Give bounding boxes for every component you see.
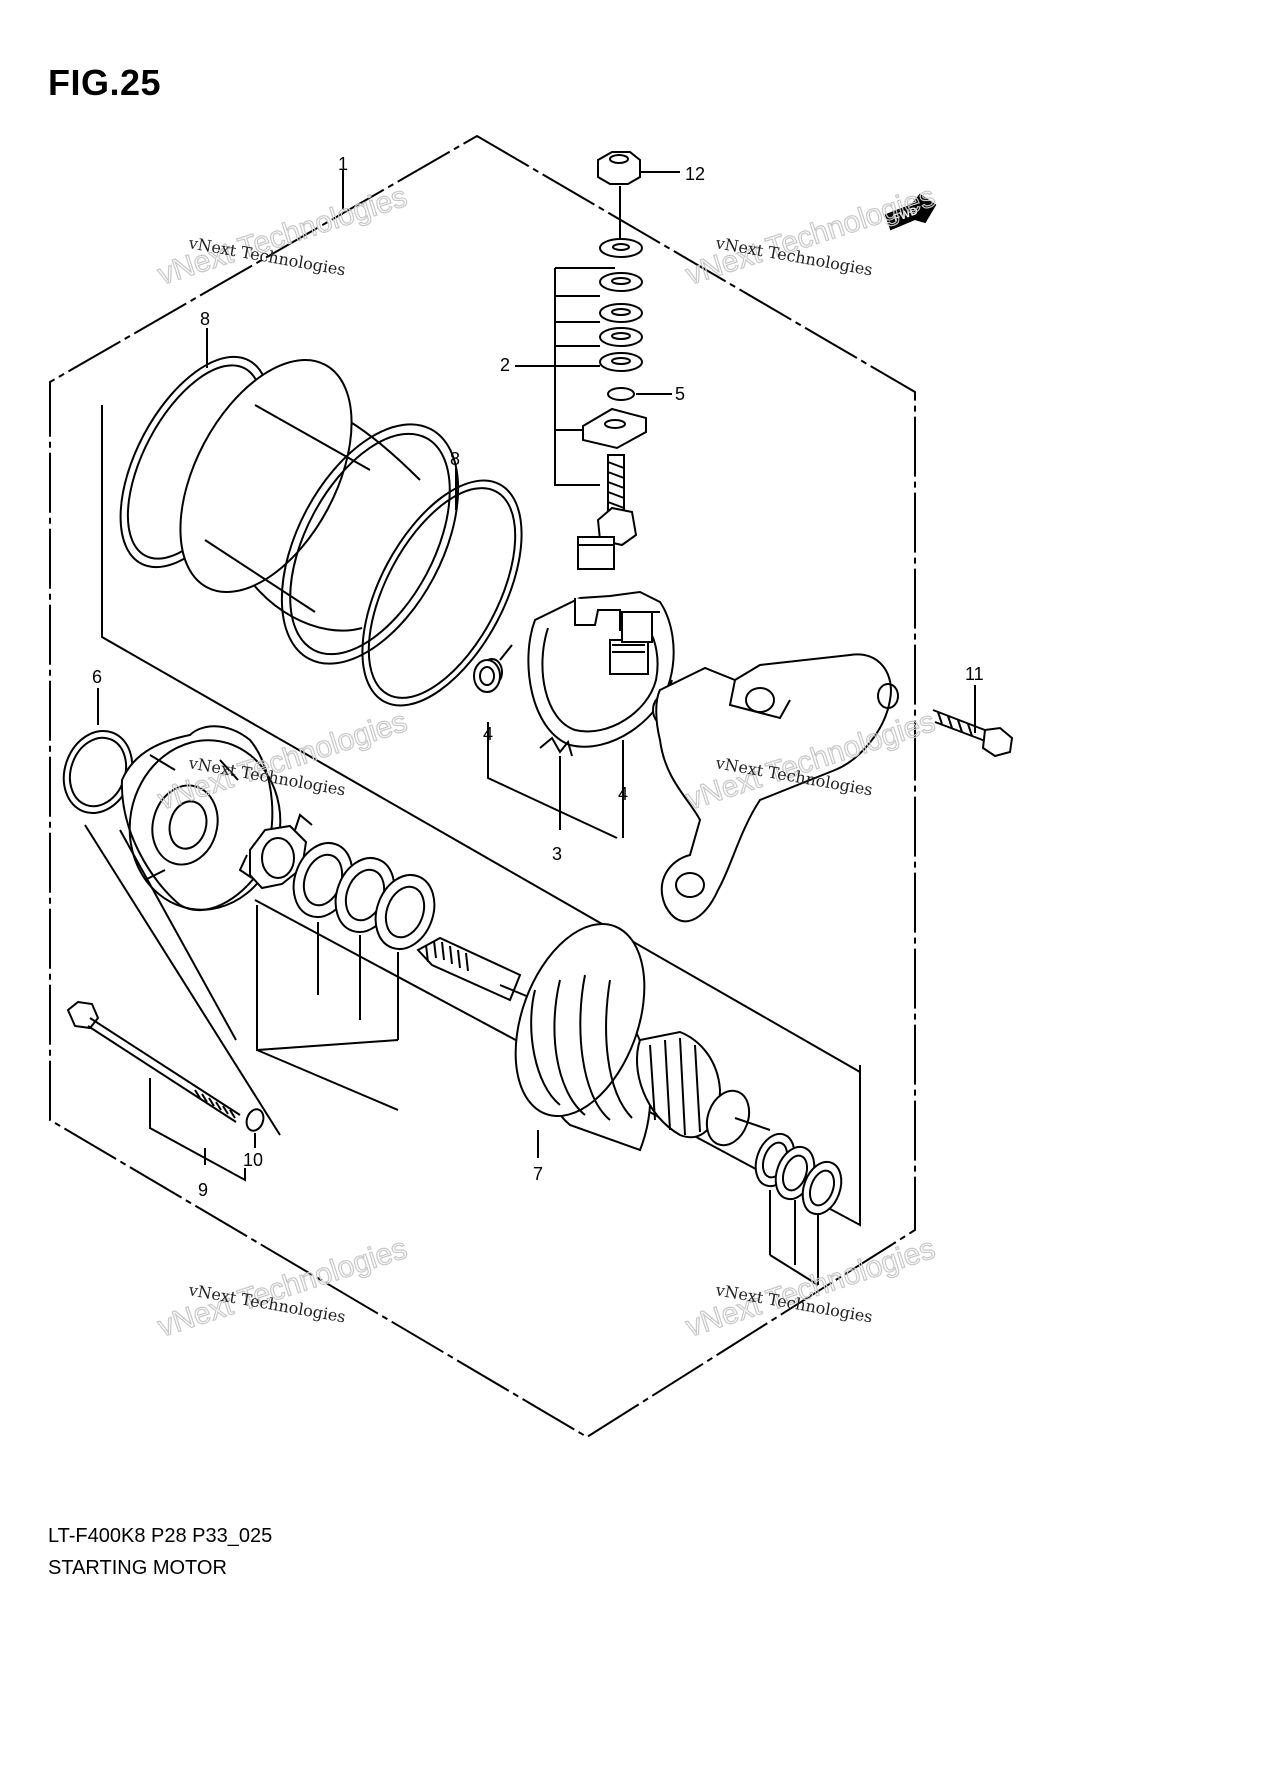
callout-8-left: 8 — [200, 309, 210, 329]
part-10-washer — [245, 1108, 265, 1148]
yoke-housing — [179, 358, 460, 665]
end-cover-housing — [655, 653, 899, 923]
part-9-through-bolt — [66, 1000, 246, 1182]
part-12-nut — [597, 151, 680, 185]
figure-name: STARTING MOTOR — [48, 1557, 227, 1579]
callout-5: 5 — [675, 384, 685, 404]
callout-11: 11 — [965, 664, 984, 684]
callout-9: 9 — [198, 1180, 208, 1200]
watermark-2: vNext Technologies vNext Technologies — [681, 179, 939, 292]
part-5-o-ring — [607, 387, 672, 401]
callout-1: 1 — [338, 154, 348, 174]
part-7-armature — [416, 922, 771, 1158]
callout-4-right: 4 — [618, 784, 628, 804]
callout-7: 7 — [533, 1164, 543, 1184]
brush-terminal — [577, 506, 638, 570]
assembly-boundary — [49, 134, 916, 1439]
watermark-6: vNext Technologies vNext Technologies — [681, 1231, 939, 1344]
part-11-bolt — [932, 685, 1014, 758]
front-bracket — [84, 725, 282, 1136]
watermark-1: vNext Technologies vNext Technologies — [153, 179, 411, 292]
callout-6: 6 — [92, 667, 102, 687]
end-washer-3 — [801, 1160, 843, 1285]
part-2-washer-stack — [515, 186, 647, 516]
figure-title: FIG.25 — [48, 62, 162, 103]
watermark-5: vNext Technologies vNext Technologies — [153, 1231, 411, 1344]
washer-3 — [374, 874, 436, 1040]
fwd-arrow-icon — [884, 193, 937, 231]
callout-10: 10 — [243, 1150, 263, 1170]
callout-3: 3 — [552, 844, 562, 864]
part-8-o-ring-right — [361, 468, 523, 707]
inner-outline-bottom — [254, 899, 861, 1227]
callout-12: 12 — [685, 164, 705, 184]
part-4-spring-left — [473, 644, 513, 693]
callout-8-right: 8 — [450, 449, 460, 469]
callout-4-left: 4 — [483, 724, 493, 744]
figure-code: LT-F400K8 P28 P33_025 — [48, 1525, 273, 1547]
callout-2: 2 — [500, 355, 510, 375]
part-3-brush-holder — [481, 590, 691, 839]
watermark-3: vNext Technologies vNext Technologies — [153, 704, 411, 817]
